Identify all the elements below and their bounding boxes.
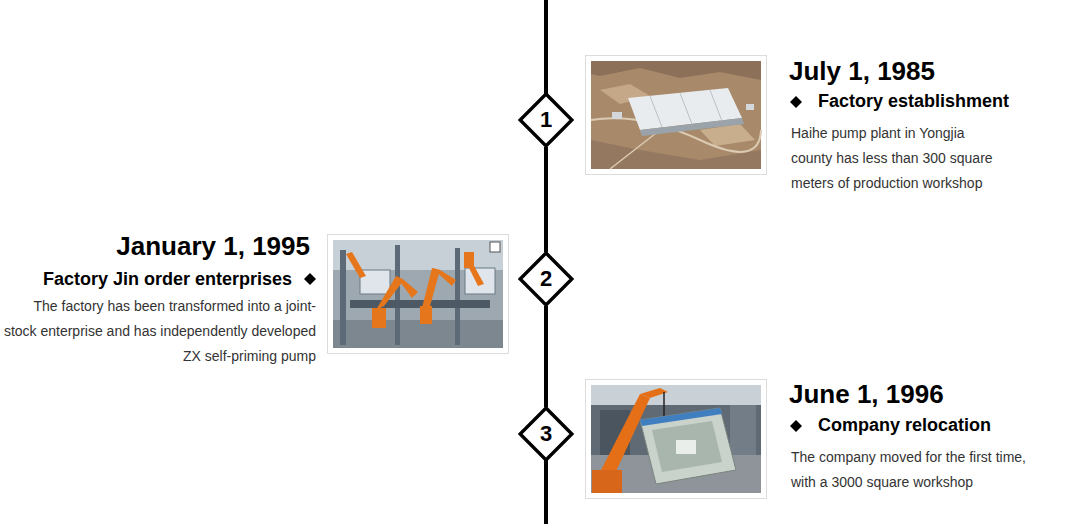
relocation-photo-part xyxy=(591,385,761,493)
robot-line-photo-part xyxy=(422,268,440,308)
bullet-symbol-part xyxy=(790,96,802,108)
relocation-photo-part xyxy=(596,394,650,480)
robot-line-photo-part xyxy=(490,242,500,252)
robot-line-photo-part xyxy=(372,308,386,328)
robot-line-photo-part xyxy=(346,252,366,278)
robot-line-photo-part xyxy=(328,235,509,354)
step-number: 3 xyxy=(518,406,574,462)
factory-photo-part xyxy=(746,104,754,110)
event-title: Factory Jin order enterprises xyxy=(2,268,292,290)
relocation-photo-part xyxy=(591,385,761,405)
bullet-symbol-part xyxy=(304,273,316,285)
bullet-symbol-part xyxy=(790,420,802,432)
robot-line-photo-part xyxy=(395,245,400,345)
timeline-connector xyxy=(544,147,548,252)
factory-photo-part xyxy=(591,61,761,80)
step-number: 1 xyxy=(518,92,574,148)
date-heading: January 1, 1995 xyxy=(10,231,310,261)
relocation-photo-part xyxy=(640,408,722,426)
factory-photo-part xyxy=(650,96,662,127)
event-description: Haihe pump plant in Yongjia county has l… xyxy=(791,121,1006,196)
date-heading: June 1, 1996 xyxy=(789,379,1069,409)
event-title: Factory establishment xyxy=(818,90,1068,112)
relocation-photo xyxy=(586,380,767,499)
robot-line-photo-part xyxy=(333,240,503,348)
event-description: The factory has been transformed into a … xyxy=(2,294,316,369)
timeline-spine-part xyxy=(544,0,548,101)
factory-photo-part xyxy=(640,118,744,136)
factory-photo-part xyxy=(591,61,761,169)
factory-photo-part xyxy=(612,112,622,119)
step-diamond: 1 xyxy=(518,92,574,148)
factory-photo-part xyxy=(586,56,767,175)
date-heading: July 1, 1985 xyxy=(789,56,1069,86)
robot-line-photo-part xyxy=(340,250,346,345)
relocation-photo-part xyxy=(663,392,665,418)
event-description: The company moved for the first time, wi… xyxy=(791,445,1053,495)
relocation-photo-part xyxy=(640,408,736,484)
event-title: Company relocation xyxy=(818,414,1068,436)
step-diamond: 2 xyxy=(518,251,574,307)
robot-line-photo-part xyxy=(333,320,503,348)
robot-line-photo-part xyxy=(455,248,460,345)
relocation-photo-part xyxy=(652,421,722,472)
timeline-connector xyxy=(544,306,548,407)
relocation-photo-part xyxy=(592,470,622,493)
relocation-photo-part xyxy=(586,380,767,499)
step-number: 2 xyxy=(518,251,574,307)
factory-photo-part xyxy=(680,93,692,124)
factory-photo-part xyxy=(710,90,722,121)
factory-photo xyxy=(586,56,767,175)
robot-line-photo xyxy=(328,235,509,354)
robot-line-photo-part xyxy=(432,268,456,286)
relocation-photo-part xyxy=(730,405,756,455)
robot-line-photo-part xyxy=(420,306,432,324)
step-diamond: 3 xyxy=(518,406,574,462)
robot-line-photo-part xyxy=(396,276,418,298)
factory-photo-part xyxy=(610,130,660,169)
timeline-spine-part xyxy=(544,453,548,524)
robot-line-photo-part xyxy=(346,252,484,328)
robot-line-photo-part xyxy=(466,262,484,286)
relocation-photo-part xyxy=(676,440,696,454)
